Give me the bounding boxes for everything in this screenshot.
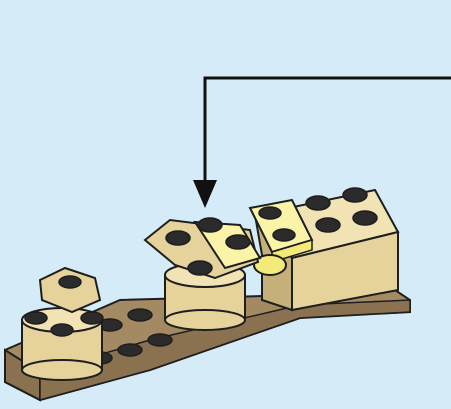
yellow-plate [248,198,314,276]
wedge-plate-middle [143,217,262,280]
base-plate [4,288,411,402]
round-brick-left [21,307,104,381]
arrow-down-icon [193,180,217,208]
wedge-plate-left [38,266,102,314]
callout-arrow [193,76,451,208]
